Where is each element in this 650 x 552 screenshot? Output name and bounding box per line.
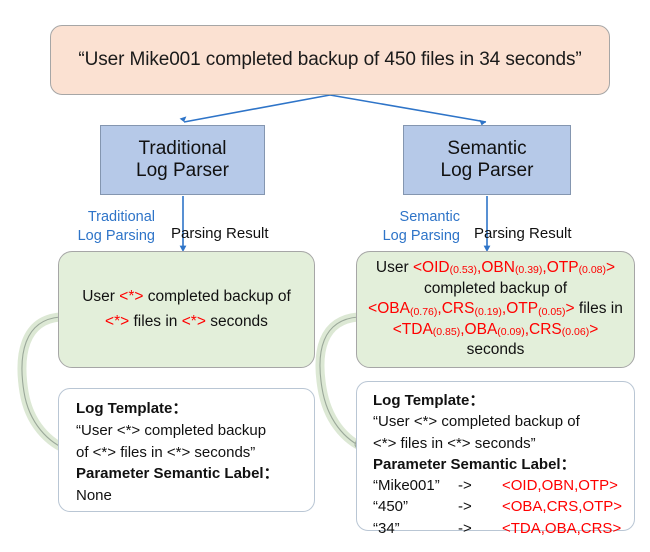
traditional-log-template-line2: of <*> files in <*> seconds” bbox=[76, 443, 256, 461]
semantic-log-parsing-label: Semantic Log Parsing bbox=[340, 208, 460, 246]
traditional-parser-down-connector bbox=[179, 196, 187, 252]
traditional-log-template-box: Log Template： “User <*> completed backup… bbox=[58, 388, 315, 512]
semantic-result-line1: User <OID(0.53),OBN(0.39),OTP(0.08)> bbox=[376, 258, 615, 279]
traditional-log-parser-box[interactable]: Traditional Log Parser bbox=[100, 125, 265, 195]
semantic-result-line4: <TDA(0.85),OBA(0.09),CRS(0.06)> bbox=[393, 320, 599, 341]
traditional-log-template-heading: Log Template： bbox=[76, 400, 188, 417]
traditional-log-parsing-label-line2: Log Parsing bbox=[77, 227, 155, 244]
semantic-log-template-box: Log Template： “User <*> completed backup… bbox=[356, 381, 635, 537]
trad-l2-wildcard-1: <*> bbox=[105, 312, 130, 330]
trad-l2-a: files in bbox=[129, 312, 182, 330]
sem-l4-comma-2: , bbox=[524, 320, 530, 338]
sem-l1-close: > bbox=[606, 258, 616, 276]
sem-l1-prob-3: (0.08) bbox=[578, 264, 606, 277]
semantic-parser-line1: Semantic bbox=[447, 137, 527, 159]
semantic-log-template-line2: <*> files in <*> seconds” bbox=[373, 434, 536, 452]
traditional-parser-line2: Log Parser bbox=[136, 160, 229, 181]
semantic-log-template-line1: “User <*> completed backup of bbox=[373, 413, 580, 431]
sem-l4-comma-1: , bbox=[460, 320, 465, 338]
parameter-mapping-row: “Mike001” -> <OID,OBN,OTP> bbox=[373, 475, 634, 496]
sem-l4-prob-1: (0.85) bbox=[432, 326, 461, 339]
sem-l3-close: > bbox=[565, 300, 575, 318]
semantic-result-line2: completed backup of bbox=[423, 279, 568, 297]
semantic-log-parsing-label-line2: Log Parsing bbox=[382, 227, 460, 244]
trad-l1-a: User bbox=[82, 288, 120, 306]
semantic-parser-line2: Log Parser bbox=[440, 160, 534, 181]
raw-log-box: “User Mike001 completed backup of 450 fi… bbox=[50, 25, 610, 95]
sem-l1-prob-2: (0.39) bbox=[514, 264, 543, 277]
semantic-parameter-semantic-label-heading: Parameter Semantic Label： bbox=[373, 455, 576, 473]
sem-l1-open: < bbox=[412, 258, 423, 276]
parameter-mapping-value: <TDA,OBA,CRS> bbox=[502, 519, 622, 537]
sem-l1-comma-2: , bbox=[542, 258, 547, 276]
traditional-result-line1: User <*> completed backup of bbox=[82, 285, 291, 309]
semantic-log-template-heading: Log Template： bbox=[373, 392, 485, 409]
parameter-mapping-row: “450” -> <OBA,CRS,OTP> bbox=[373, 496, 634, 517]
sem-l4-tag-2: OBA bbox=[464, 320, 498, 338]
sem-l3-open: < bbox=[368, 300, 378, 318]
traditional-log-parsing-label-line1: Traditional bbox=[87, 209, 155, 225]
sem-l3-suffix: files in bbox=[574, 300, 623, 318]
semantic-parser-down-connector bbox=[483, 196, 491, 252]
sem-l3-tag-1: OBA bbox=[377, 300, 410, 318]
sem-l3-prob-1: (0.76) bbox=[409, 305, 438, 318]
sem-l3-comma-1: , bbox=[437, 300, 442, 318]
sem-l3-comma-2: , bbox=[501, 300, 507, 318]
traditional-result-line2: <*> files in <*> seconds bbox=[105, 310, 268, 334]
semantic-result-line3: <OBA(0.76),CRS(0.19),OTP(0.05)> files in bbox=[368, 299, 623, 320]
sem-l4-prob-3: (0.06) bbox=[561, 326, 590, 339]
parameter-mapping-arrow-icon: -> bbox=[458, 519, 472, 537]
semantic-result-line5: seconds bbox=[466, 341, 525, 359]
sem-l3-tag-2: CRS bbox=[441, 300, 475, 318]
parameter-mapping-key: “34” bbox=[373, 519, 400, 537]
sem-l3-prob-2: (0.19) bbox=[474, 305, 502, 318]
raw-log-to-parsers-connector bbox=[179, 94, 487, 126]
sem-l4-close: > bbox=[589, 320, 599, 338]
traditional-log-parsing-label: Traditional Log Parsing bbox=[35, 208, 155, 246]
sem-l1-tag-1: OID bbox=[422, 258, 450, 276]
semantic-log-parser-box[interactable]: Semantic Log Parser bbox=[403, 125, 571, 195]
sem-l4-prob-2: (0.09) bbox=[497, 326, 525, 339]
trad-l2-wildcard-2: <*> bbox=[181, 312, 206, 330]
parameter-mapping-value: <OBA,CRS,OTP> bbox=[502, 498, 623, 516]
raw-log-text: “User Mike001 completed backup of 450 fi… bbox=[78, 49, 582, 70]
traditional-parameter-semantic-label-value: None bbox=[76, 487, 112, 504]
parameter-mapping-arrow-icon: -> bbox=[458, 477, 472, 495]
sem-l4-tag-1: TDA bbox=[401, 320, 433, 338]
parameter-mapping-key: “450” bbox=[373, 498, 409, 516]
trad-l1-b: completed backup of bbox=[143, 288, 291, 306]
sem-l4-tag-3: CRS bbox=[529, 320, 562, 338]
parameter-mapping-value: <OID,OBN,OTP> bbox=[502, 477, 618, 495]
sem-l1-prob-1: (0.53) bbox=[449, 264, 478, 277]
semantic-parsing-result-box: User <OID(0.53),OBN(0.39),OTP(0.08)> com… bbox=[356, 251, 635, 368]
traditional-parser-line1: Traditional bbox=[138, 137, 227, 159]
sem-l1-comma-1: , bbox=[477, 258, 482, 276]
trad-l2-b: seconds bbox=[205, 312, 268, 330]
sem-l3-tag-3: OTP bbox=[506, 300, 539, 318]
sem-l3-prob-3: (0.05) bbox=[538, 305, 566, 318]
semantic-parsing-result-label: Parsing Result bbox=[474, 225, 572, 242]
sem-l1-tag-2: OBN bbox=[481, 258, 515, 276]
parameter-mapping-key: “Mike001” bbox=[373, 477, 440, 495]
parameter-mapping-arrow-icon: -> bbox=[458, 498, 472, 516]
trad-l1-wildcard: <*> bbox=[119, 288, 144, 306]
traditional-log-template-line1: “User <*> completed backup bbox=[76, 421, 267, 439]
traditional-parameter-semantic-label-heading: Parameter Semantic Label： bbox=[76, 465, 279, 483]
sem-l4-open: < bbox=[392, 320, 402, 338]
sem-l1-tag-3: OTP bbox=[546, 258, 579, 276]
sem-l1-prefix: User bbox=[375, 258, 413, 276]
parameter-mapping-row: “34” -> <TDA,OBA,CRS> bbox=[373, 518, 634, 539]
traditional-parsing-result-box: User <*> completed backup of <*> files i… bbox=[58, 251, 315, 368]
traditional-parsing-result-label: Parsing Result bbox=[171, 225, 269, 242]
semantic-log-parsing-label-line1: Semantic bbox=[399, 209, 460, 225]
